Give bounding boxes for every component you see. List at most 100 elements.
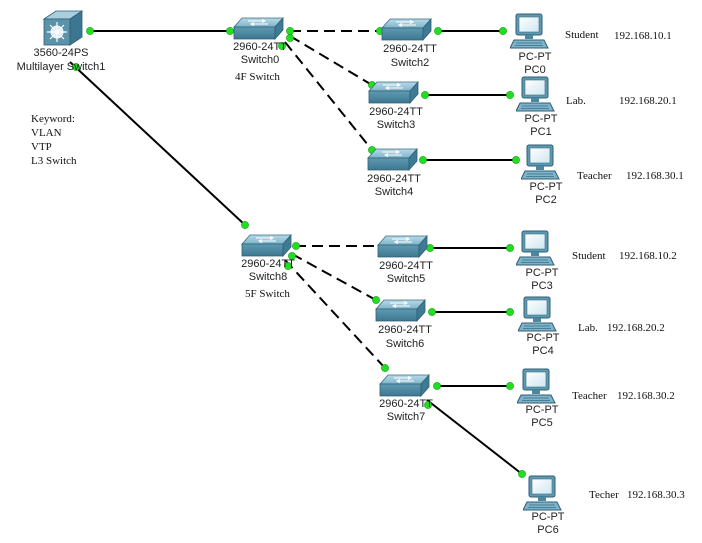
ethernet-link[interactable] (426, 399, 523, 475)
port-status-light (286, 27, 294, 35)
pc6-name-label: PC6 (537, 524, 559, 536)
port-status-light (381, 364, 389, 372)
pc5-name-label: PC5 (531, 417, 553, 429)
port-status-light (428, 308, 436, 316)
sw5-name-label: Switch5 (386, 273, 426, 285)
pc4-model-label: PC-PT (526, 332, 560, 344)
port-status-light (512, 156, 520, 164)
sw0-name-label: Switch0 (240, 54, 280, 66)
trunk-link[interactable] (284, 259, 386, 369)
keyword-item: L3 Switch (31, 155, 77, 167)
port-status-light (424, 401, 432, 409)
switch-icon[interactable] (381, 18, 432, 41)
switch-icon[interactable] (377, 235, 428, 258)
sw8-floor-note: 5F Switch (245, 288, 290, 300)
pc2-model-label: PC-PT (529, 181, 563, 193)
switch-icon[interactable] (379, 374, 430, 397)
port-status-light (288, 252, 296, 260)
pc-icon[interactable] (517, 368, 556, 404)
pc5-role-note: Teacher (572, 390, 607, 402)
pc0-role-note: Student (565, 29, 599, 41)
port-status-light (506, 244, 514, 252)
sw3-name-label: Switch3 (376, 119, 416, 131)
multilayer-switch-icon[interactable] (42, 10, 84, 46)
sw0-model-label: 2960-24TT (233, 41, 287, 53)
pc3-ip-note: 192.168.10.2 (619, 250, 677, 262)
pc-icon[interactable] (516, 230, 555, 266)
port-status-light (284, 262, 292, 270)
trunk-link[interactable] (284, 41, 373, 151)
pc0-ip-note: 192.168.10.1 (614, 30, 672, 42)
sw4-model-label: 2960-24TT (367, 173, 421, 185)
pc6-ip-note: 192.168.30.3 (627, 489, 685, 501)
port-status-light (506, 91, 514, 99)
port-lights-layer (72, 27, 526, 478)
pc2-name-label: PC2 (535, 194, 557, 206)
pc3-model-label: PC-PT (525, 267, 559, 279)
pc0-model-label: PC-PT (518, 51, 552, 63)
port-status-light (499, 27, 507, 35)
sw6-name-label: Switch6 (385, 338, 425, 350)
port-status-light (278, 42, 286, 50)
pc4-role-note: Lab. (578, 322, 598, 334)
port-status-light (286, 34, 294, 42)
trunk-link[interactable] (289, 35, 373, 86)
port-status-light (241, 221, 249, 229)
switch-icon[interactable] (368, 81, 419, 104)
port-status-light (292, 242, 300, 250)
ms1-model-label: 3560-24PS (33, 47, 89, 59)
keyword-note: Keyword: VLAN VTP L3 Switch (31, 112, 81, 168)
pc6-role-note: Techer (589, 489, 619, 501)
port-status-light (372, 296, 380, 304)
pc5-model-label: PC-PT (525, 404, 559, 416)
port-status-light (226, 27, 234, 35)
port-status-light (86, 27, 94, 35)
sw8-model-label: 2960-24TT (241, 258, 295, 270)
pc6-model-label: PC-PT (531, 511, 565, 523)
sw7-name-label: Switch7 (386, 411, 426, 423)
port-status-light (426, 244, 434, 252)
sw0-floor-note: 4F Switch (235, 71, 280, 83)
pc3-name-label: PC3 (531, 280, 553, 292)
pc4-name-label: PC4 (532, 345, 554, 357)
pc5-ip-note: 192.168.30.2 (617, 390, 675, 402)
pc1-model-label: PC-PT (524, 113, 558, 125)
pc-icon[interactable] (523, 475, 562, 511)
sw3-model-label: 2960-24TT (369, 106, 423, 118)
switch-icon[interactable] (375, 299, 426, 322)
sw4-name-label: Switch4 (374, 186, 414, 198)
pc0-name-label: PC0 (524, 64, 546, 76)
links-layer (69, 30, 523, 475)
sw7-model-label: 2960-24TT (379, 398, 433, 410)
switch-icon[interactable] (367, 148, 418, 171)
port-status-light (433, 382, 441, 390)
port-status-light (419, 156, 427, 164)
pc2-ip-note: 192.168.30.1 (626, 170, 684, 182)
port-status-light (506, 382, 514, 390)
keyword-item: VTP (31, 141, 52, 153)
port-status-light (72, 63, 80, 71)
sw2-model-label: 2960-24TT (383, 43, 437, 55)
port-status-light (506, 308, 514, 316)
keyword-item: VLAN (31, 127, 62, 139)
pc4-ip-note: 192.168.20.2 (607, 322, 665, 334)
devices-layer (42, 10, 562, 511)
switch-icon[interactable] (241, 234, 292, 257)
pc1-ip-note: 192.168.20.1 (619, 95, 677, 107)
pc3-role-note: Student (572, 250, 606, 262)
ms1-name-label: Multilayer Switch1 (16, 61, 106, 73)
switch-icon[interactable] (233, 17, 284, 40)
pc-icon[interactable] (510, 13, 549, 49)
pc-icon[interactable] (516, 76, 555, 112)
port-status-light (518, 470, 526, 478)
sw8-name-label: Switch8 (248, 271, 288, 283)
sw2-name-label: Switch2 (390, 57, 430, 69)
sw6-model-label: 2960-24TT (378, 324, 432, 336)
pc-icon[interactable] (521, 144, 560, 180)
ethernet-link[interactable] (69, 61, 246, 226)
keyword-title: Keyword: (31, 113, 75, 125)
pc1-role-note: Lab. (566, 95, 586, 107)
sw5-model-label: 2960-24TT (379, 260, 433, 272)
pc-icon[interactable] (518, 296, 557, 332)
